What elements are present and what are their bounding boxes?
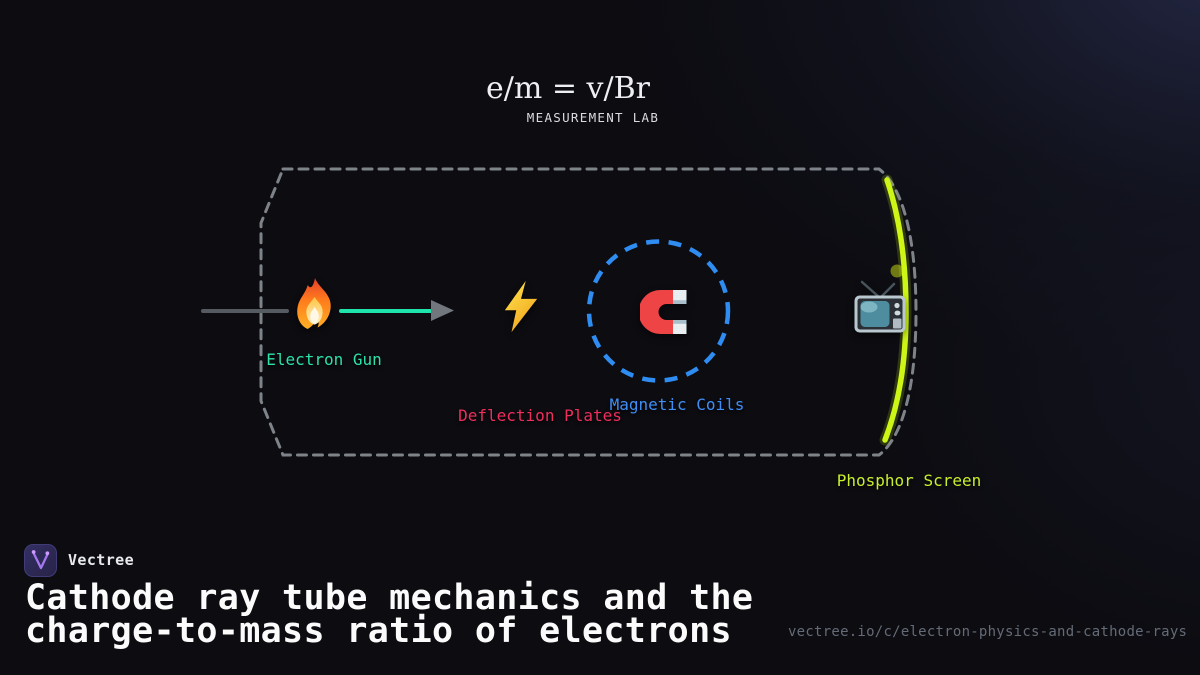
magnetic-coils-label: Magnetic Coils xyxy=(609,395,745,414)
page-title: Cathode ray tube mechanics and the charg… xyxy=(25,578,754,651)
page-url: vectree.io/c/electron-physics-and-cathod… xyxy=(788,624,1188,640)
coil-ring xyxy=(586,239,731,383)
beam-arrowhead xyxy=(431,300,454,321)
magnet-icon xyxy=(640,290,687,334)
brand-name: Vectree xyxy=(68,551,135,569)
lightning-bolt-icon xyxy=(504,280,538,333)
deflection-plates-label: Deflection Plates xyxy=(458,406,622,425)
measurement-lab-label: MEASUREMENT LAB xyxy=(526,110,660,125)
tube-outline xyxy=(259,167,918,457)
electron-gun-label: Electron Gun xyxy=(266,350,382,369)
phosphor-screen-label: Phosphor Screen xyxy=(836,471,982,490)
formula-text: e/m = v/Br xyxy=(486,71,650,106)
fire-icon xyxy=(297,278,331,329)
brand-logo xyxy=(24,544,57,577)
page-title-line1: Cathode ray tube mechanics and the xyxy=(25,578,754,618)
page-title-line2: charge-to-mass ratio of electrons xyxy=(25,611,732,651)
vectree-branch-icon xyxy=(31,550,50,570)
beam-spot xyxy=(890,264,904,278)
tv-icon xyxy=(854,280,906,333)
phosphor-arc xyxy=(882,177,909,443)
